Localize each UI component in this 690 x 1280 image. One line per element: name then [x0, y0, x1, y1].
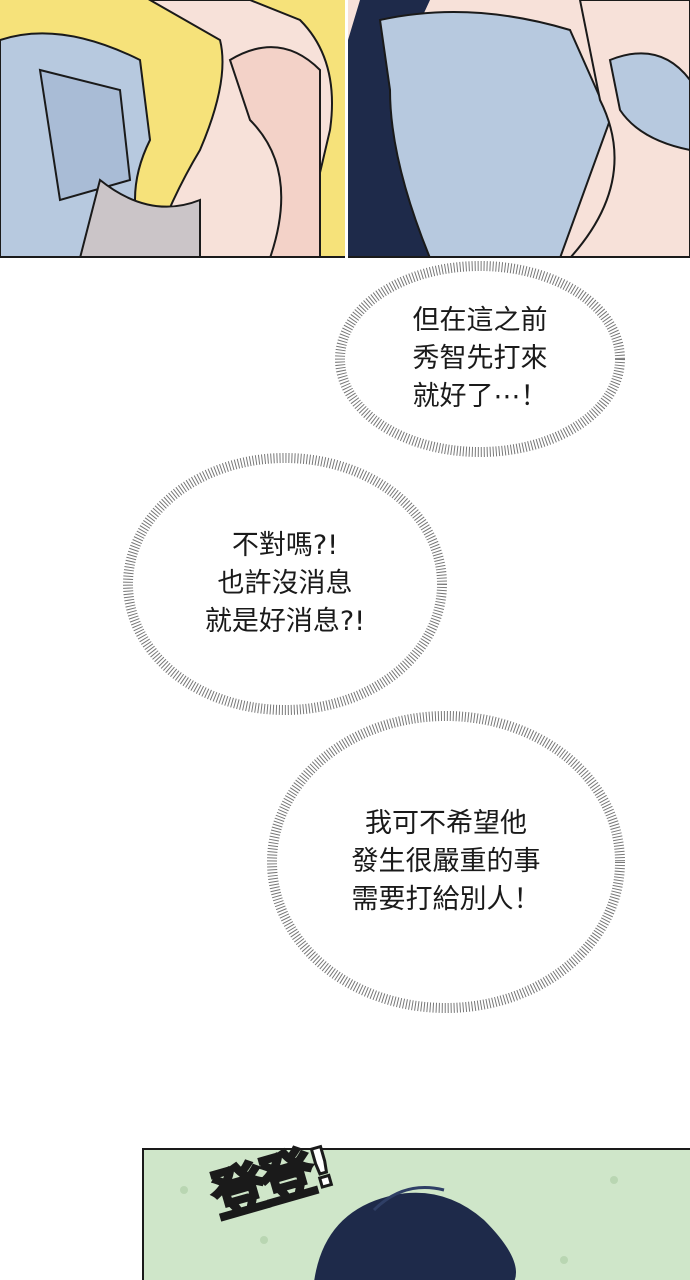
bubble-2-text: 不對嗎?! 也許沒消息 就是好消息?! — [204, 530, 366, 637]
bubble-3-text: 我可不希望他 發生很嚴重的事 需要打給別人！ — [351, 808, 541, 915]
bottom-comic-panel — [142, 1148, 690, 1280]
thought-bubble-3: 我可不希望他 發生很嚴重的事 需要打給別人！ — [262, 706, 630, 1018]
thought-bubble-2: 不對嗎?! 也許沒消息 就是好消息?! — [118, 448, 452, 720]
thought-bubble-1: 但在這之前 秀智先打來 就好了⋯！ — [330, 256, 630, 462]
bubble-1-fuzzy-outline — [335, 261, 625, 457]
bubble-2-fuzzy-outline — [123, 453, 447, 715]
bottom-panel-artwork — [144, 1150, 690, 1280]
top-comic-panel — [0, 0, 690, 258]
bubble-3-fuzzy-outline — [267, 711, 625, 1013]
bubble-1-text: 但在這之前 秀智先打來 就好了⋯！ — [412, 305, 548, 412]
top-panel-artwork — [0, 0, 690, 258]
